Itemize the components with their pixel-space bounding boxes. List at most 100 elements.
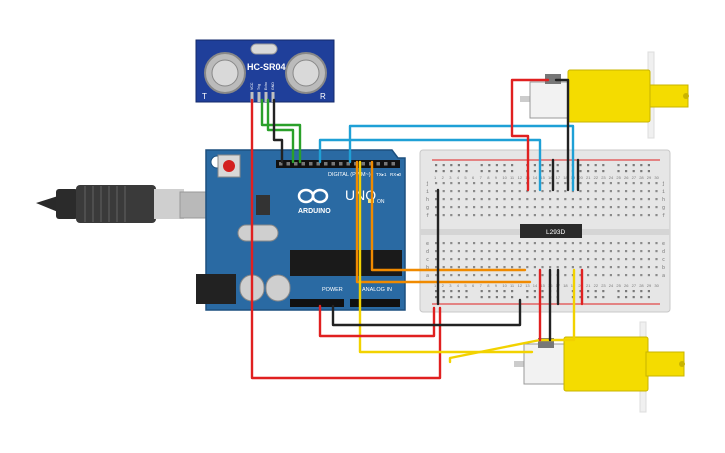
rail-hole[interactable] — [579, 164, 582, 167]
sensor-pin[interactable] — [250, 92, 254, 102]
rail-hole[interactable] — [503, 164, 506, 167]
bb-hole[interactable] — [495, 250, 498, 253]
rail-hole[interactable] — [511, 296, 514, 299]
bb-hole[interactable] — [617, 242, 620, 245]
bb-hole[interactable] — [465, 190, 468, 193]
bb-hole[interactable] — [640, 214, 643, 217]
bb-hole[interactable] — [587, 206, 590, 209]
bb-hole[interactable] — [647, 214, 650, 217]
rail-hole[interactable] — [647, 290, 650, 293]
bb-hole[interactable] — [526, 274, 529, 277]
bb-hole[interactable] — [541, 206, 544, 209]
bb-hole[interactable] — [465, 250, 468, 253]
bb-hole[interactable] — [602, 242, 605, 245]
bb-hole[interactable] — [602, 266, 605, 269]
bb-hole[interactable] — [647, 242, 650, 245]
bb-hole[interactable] — [556, 266, 559, 269]
bb-hole[interactable] — [480, 206, 483, 209]
rail-hole[interactable] — [526, 296, 529, 299]
rail-hole[interactable] — [435, 296, 438, 299]
bb-hole[interactable] — [541, 266, 544, 269]
bb-hole[interactable] — [435, 258, 438, 261]
bb-hole[interactable] — [488, 274, 491, 277]
rail-hole[interactable] — [602, 164, 605, 167]
bb-hole[interactable] — [465, 242, 468, 245]
bb-hole[interactable] — [541, 182, 544, 185]
bb-hole[interactable] — [450, 266, 453, 269]
bb-hole[interactable] — [617, 198, 620, 201]
bb-hole[interactable] — [488, 190, 491, 193]
bb-hole[interactable] — [435, 206, 438, 209]
bb-hole[interactable] — [632, 242, 635, 245]
bb-hole[interactable] — [647, 250, 650, 253]
bb-hole[interactable] — [480, 198, 483, 201]
bb-hole[interactable] — [564, 198, 567, 201]
header-pin[interactable] — [346, 162, 351, 166]
bb-hole[interactable] — [617, 266, 620, 269]
bb-hole[interactable] — [579, 258, 582, 261]
rail-hole[interactable] — [594, 164, 597, 167]
rail-hole[interactable] — [632, 170, 635, 173]
bb-hole[interactable] — [625, 190, 628, 193]
bb-hole[interactable] — [571, 266, 574, 269]
bb-hole[interactable] — [518, 274, 521, 277]
rail-hole[interactable] — [632, 164, 635, 167]
bb-hole[interactable] — [609, 258, 612, 261]
rail-hole[interactable] — [541, 296, 544, 299]
bb-hole[interactable] — [488, 214, 491, 217]
bb-hole[interactable] — [549, 206, 552, 209]
rail-hole[interactable] — [435, 170, 438, 173]
rail-hole[interactable] — [495, 290, 498, 293]
bb-hole[interactable] — [503, 274, 506, 277]
bb-hole[interactable] — [480, 250, 483, 253]
bb-hole[interactable] — [655, 206, 658, 209]
bb-hole[interactable] — [541, 190, 544, 193]
bb-hole[interactable] — [457, 266, 460, 269]
bb-hole[interactable] — [518, 198, 521, 201]
rail-hole[interactable] — [647, 296, 650, 299]
rail-hole[interactable] — [503, 170, 506, 173]
bb-hole[interactable] — [655, 198, 658, 201]
bb-hole[interactable] — [503, 198, 506, 201]
bb-hole[interactable] — [609, 266, 612, 269]
bb-hole[interactable] — [511, 258, 514, 261]
bb-hole[interactable] — [511, 242, 514, 245]
bb-hole[interactable] — [526, 190, 529, 193]
bb-hole[interactable] — [442, 266, 445, 269]
bb-hole[interactable] — [533, 190, 536, 193]
rail-hole[interactable] — [495, 164, 498, 167]
rail-hole[interactable] — [617, 164, 620, 167]
bb-hole[interactable] — [511, 182, 514, 185]
bb-hole[interactable] — [556, 182, 559, 185]
bb-hole[interactable] — [655, 266, 658, 269]
rail-hole[interactable] — [602, 170, 605, 173]
bb-hole[interactable] — [503, 214, 506, 217]
bb-hole[interactable] — [457, 198, 460, 201]
bb-hole[interactable] — [625, 266, 628, 269]
bb-hole[interactable] — [533, 206, 536, 209]
rail-hole[interactable] — [511, 170, 514, 173]
bb-hole[interactable] — [473, 198, 476, 201]
bb-hole[interactable] — [579, 190, 582, 193]
bb-hole[interactable] — [625, 206, 628, 209]
rail-hole[interactable] — [450, 164, 453, 167]
bb-hole[interactable] — [450, 274, 453, 277]
bb-hole[interactable] — [465, 206, 468, 209]
bb-hole[interactable] — [625, 250, 628, 253]
rail-hole[interactable] — [442, 296, 445, 299]
sensor-pin[interactable] — [257, 92, 261, 102]
bb-hole[interactable] — [541, 250, 544, 253]
bb-hole[interactable] — [511, 206, 514, 209]
bb-hole[interactable] — [541, 258, 544, 261]
bb-hole[interactable] — [488, 182, 491, 185]
bb-hole[interactable] — [655, 190, 658, 193]
bb-hole[interactable] — [602, 206, 605, 209]
rail-hole[interactable] — [640, 290, 643, 293]
bb-hole[interactable] — [457, 190, 460, 193]
bb-hole[interactable] — [594, 258, 597, 261]
bb-hole[interactable] — [564, 258, 567, 261]
bb-hole[interactable] — [587, 214, 590, 217]
bb-hole[interactable] — [647, 190, 650, 193]
bb-hole[interactable] — [640, 266, 643, 269]
bb-hole[interactable] — [549, 250, 552, 253]
